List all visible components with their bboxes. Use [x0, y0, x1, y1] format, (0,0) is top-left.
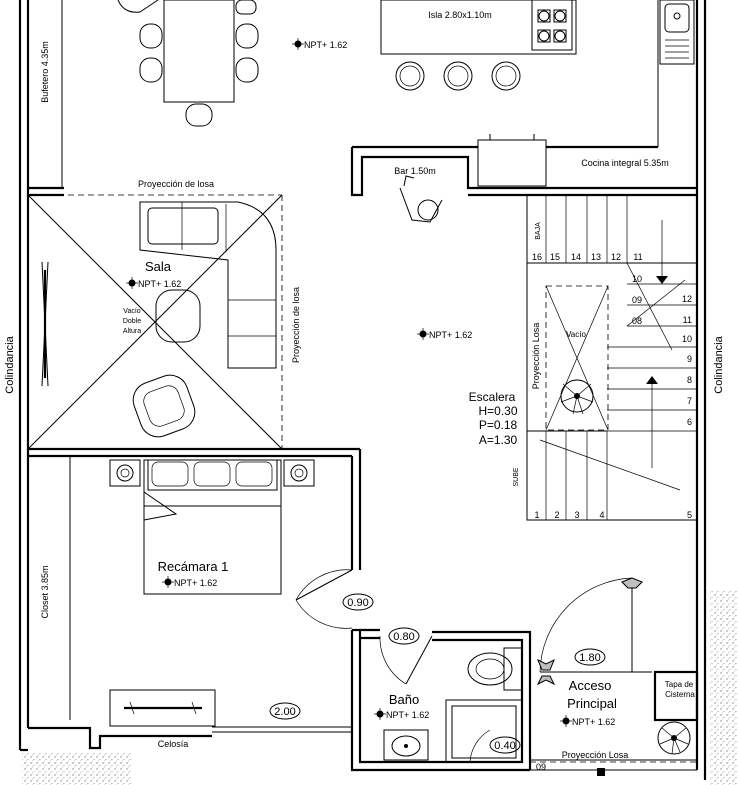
bed — [109, 459, 315, 595]
dimension-090: 0.90 — [347, 597, 368, 609]
label-baja: BAJA — [535, 222, 542, 240]
label-sala: Sala — [145, 259, 172, 274]
label-bano: Baño — [389, 692, 419, 707]
step-09-bottom: 09 — [536, 762, 546, 772]
step-3: 3 — [574, 510, 579, 520]
npt-marker-bano: NPT+ 1.62 — [374, 708, 429, 720]
step-12-outer: 12 — [682, 294, 692, 304]
label-isla: Isla 2.80x1.10m — [428, 10, 492, 20]
npt-marker-dining: NPT+ 1.62 — [292, 38, 347, 50]
label-escalera-p: P=0.18 — [479, 418, 518, 432]
label-closet: Closet 3.85m — [40, 565, 50, 618]
step-7-outer: 7 — [687, 396, 692, 406]
kitchen-counter — [477, 139, 547, 187]
entry-door — [536, 577, 652, 686]
label-proyeccion-losa-top: Proyección de losa — [138, 179, 214, 189]
label-cisterna: Cisterna — [665, 690, 695, 699]
npt-label: NPT+ 1.62 — [138, 279, 181, 289]
label-colindancia-left: Colindancia — [4, 335, 16, 393]
label-cocina: Cocina integral 5.35m — [581, 158, 669, 168]
dimension-080: 0.80 — [393, 631, 414, 643]
step-12: 12 — [611, 252, 621, 262]
bathroom-fixtures — [379, 635, 523, 761]
plant-icon — [560, 379, 594, 415]
npt-marker-acceso: NPT+ 1.62 — [560, 715, 615, 727]
kitchen-island — [380, 0, 577, 91]
step-09-inner: 09 — [632, 295, 642, 305]
label-proyeccion-losa-bottom: Proyección Losa — [562, 750, 629, 760]
npt-label: NPT+ 1.62 — [572, 717, 615, 727]
label-bar: Bar 1.50m — [394, 166, 436, 176]
npt-marker-sala: NPT+ 1.62 — [126, 277, 181, 289]
shower-door — [469, 729, 491, 763]
sala-projection — [27, 194, 283, 450]
dimension-180: 1.80 — [579, 652, 600, 664]
npt-label: NPT+ 1.62 — [174, 578, 217, 588]
step-15: 15 — [550, 252, 560, 262]
label-principal: Principal — [567, 696, 617, 711]
bedroom-door — [295, 569, 353, 629]
label-tapa: Tapa de — [665, 680, 694, 689]
dimension-200: 2.00 — [274, 706, 295, 718]
label-vacio-stair: Vacío — [566, 330, 586, 339]
step-14: 14 — [571, 252, 581, 262]
step-10-inner: 10 — [632, 274, 642, 284]
step-6-outer: 6 — [687, 417, 692, 427]
step-1: 1 — [534, 510, 539, 520]
dining-table — [117, 0, 259, 127]
label-sube: SUBE — [513, 467, 520, 486]
label-celosia: Celosía — [158, 739, 189, 749]
label-proyeccion-losa-stair: Proyección Losa — [531, 323, 541, 390]
label-doble: Doble — [123, 318, 141, 325]
room-labels: Isla 2.80x1.10m Bufetero 4.35m Bar 1.50m… — [4, 10, 725, 760]
label-altura: Altura — [123, 328, 141, 335]
label-proyeccion-losa-side: Proyección de losa — [291, 287, 301, 363]
dimension-bubbles: 0.90 0.80 1.80 2.00 0.40 — [269, 593, 606, 754]
npt-markers: NPT+ 1.62 NPT+ 1.62 NPT+ 1.62 NPT+ 1.62 … — [126, 38, 615, 727]
walls — [18, 0, 707, 780]
step-16: 16 — [532, 252, 542, 262]
step-11-outer: 11 — [683, 315, 692, 325]
coffee-table — [155, 289, 201, 343]
npt-label: NPT+ 1.62 — [386, 710, 429, 720]
step-8-outer: 8 — [687, 375, 692, 385]
stair-numbers: 16 15 14 13 12 11 10 09 08 12 11 10 9 8 … — [532, 252, 692, 772]
npt-marker-center: NPT+ 1.62 — [417, 328, 472, 340]
npt-label: NPT+ 1.62 — [304, 40, 347, 50]
step-10-outer: 10 — [682, 334, 692, 344]
step-9-outer: 9 — [687, 354, 692, 364]
closet-rack — [109, 689, 216, 727]
step-2: 2 — [554, 510, 559, 520]
staircase — [526, 194, 698, 521]
step-5: 5 — [687, 510, 692, 520]
label-acceso: Acceso — [569, 678, 612, 693]
step-11: 11 — [633, 252, 642, 262]
npt-label: NPT+ 1.62 — [429, 330, 472, 340]
step-08-inner: 08 — [632, 316, 642, 326]
sofa — [139, 201, 277, 369]
label-escalera-h: H=0.30 — [478, 404, 517, 418]
step-4: 4 — [599, 510, 604, 520]
npt-marker-recamara: NPT+ 1.62 — [162, 576, 217, 588]
bar-chair — [399, 175, 443, 223]
entry-plant-icon — [657, 721, 691, 755]
kitchen-sink — [659, 0, 695, 65]
label-recamara: Recámara 1 — [158, 559, 229, 574]
label-colindancia-right: Colindancia — [713, 335, 725, 393]
tv-console — [41, 261, 49, 387]
label-bufetero: Bufetero 4.35m — [40, 41, 50, 103]
label-escalera-a: A=1.30 — [479, 433, 518, 447]
armchair — [132, 374, 196, 438]
ground-hatch-right — [710, 590, 738, 785]
label-escalera: Escalera — [469, 390, 516, 404]
label-vacio: Vacío — [123, 308, 140, 315]
step-13: 13 — [591, 252, 601, 262]
dimension-040: 0.40 — [494, 740, 515, 752]
ground-hatch-left — [22, 752, 132, 785]
